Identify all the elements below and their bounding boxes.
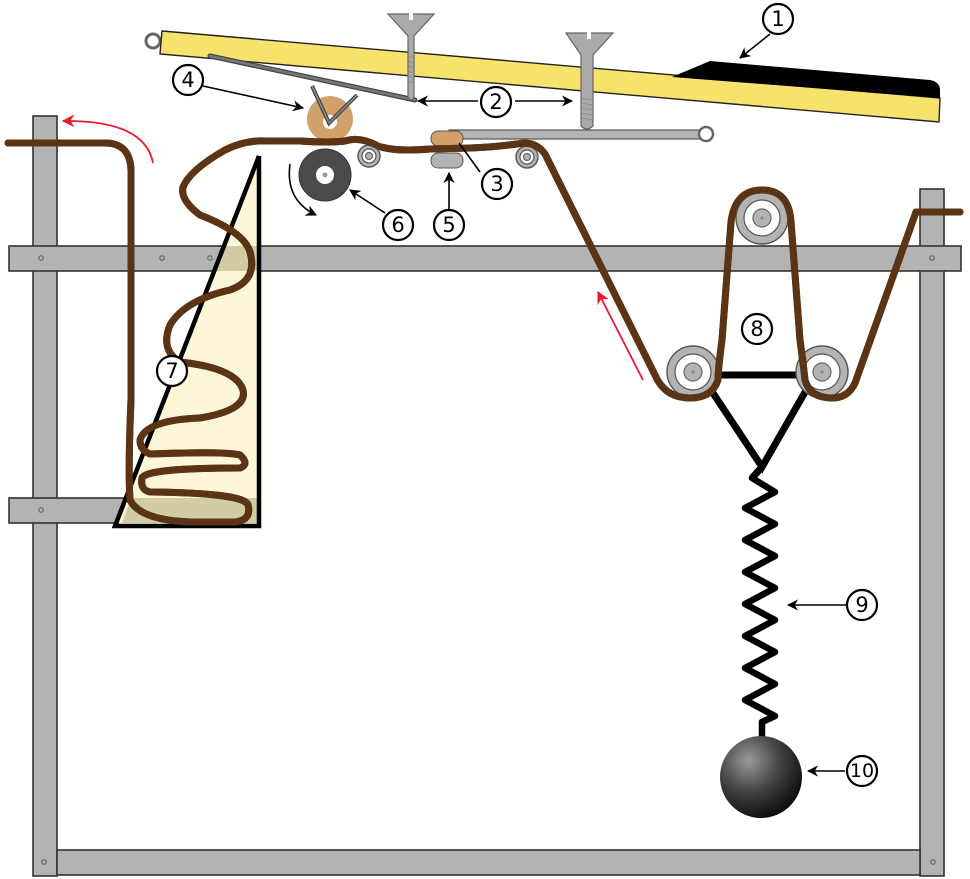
lever-assembly: [144, 30, 941, 123]
adjusting-screw-left: [386, 13, 436, 101]
callout-10: 10: [845, 754, 879, 788]
idler-pulley-right: [515, 145, 539, 169]
callout-10-label: 10: [850, 760, 874, 782]
callout-9-label: 9: [855, 593, 868, 617]
callout-5: 5: [432, 208, 466, 242]
brake-arm: [448, 125, 715, 143]
pad: [672, 61, 940, 98]
drive-roller: [298, 148, 352, 202]
pressure-arm: [207, 53, 418, 103]
tape: [4, 139, 964, 522]
callout-8: 8: [740, 312, 774, 346]
frame-bottom-rail: [56, 849, 921, 876]
top-pulley: [735, 191, 789, 245]
callout-1-label: 1: [771, 7, 784, 31]
lever-pivot: [144, 32, 162, 50]
callout-9: 9: [845, 588, 879, 622]
frame: [8, 115, 962, 877]
upper-brake-shoe: [430, 130, 464, 147]
callout-7-label: 7: [165, 359, 178, 383]
callout-8-label: 8: [750, 317, 763, 341]
weight-ball: [720, 736, 802, 818]
leader-lines: [202, 33, 847, 777]
tape-feed-arrow: [597, 290, 644, 381]
pressure-roller: [307, 85, 359, 142]
frame-left-post: [32, 115, 58, 877]
drive-rotation-arrow: [288, 163, 318, 216]
callout-7: 7: [155, 354, 189, 388]
callout-5-label: 5: [442, 213, 455, 237]
brake-arm-pivot: [697, 125, 715, 143]
storage-bin: [111, 155, 262, 529]
lower-brake-shoe: [430, 152, 464, 169]
callout-4-label: 4: [181, 68, 194, 92]
dancer-pulley-right: [795, 345, 849, 399]
callout-2: 2: [479, 85, 513, 119]
callout-6: 6: [381, 208, 415, 242]
frame-middle-rail: [8, 245, 962, 272]
frame-right-post: [919, 188, 945, 877]
adjusting-screw-right: [564, 32, 615, 130]
callout-2-label: 2: [489, 90, 502, 114]
dancer-pulley-left: [666, 345, 720, 399]
callout-6-label: 6: [391, 213, 404, 237]
callout-3: 3: [480, 167, 514, 201]
callout-1: 1: [761, 2, 795, 36]
tape-exit-arrow: [61, 114, 154, 164]
spring: [741, 474, 779, 744]
callout-4: 4: [171, 63, 205, 97]
callout-3-label: 3: [490, 172, 503, 196]
